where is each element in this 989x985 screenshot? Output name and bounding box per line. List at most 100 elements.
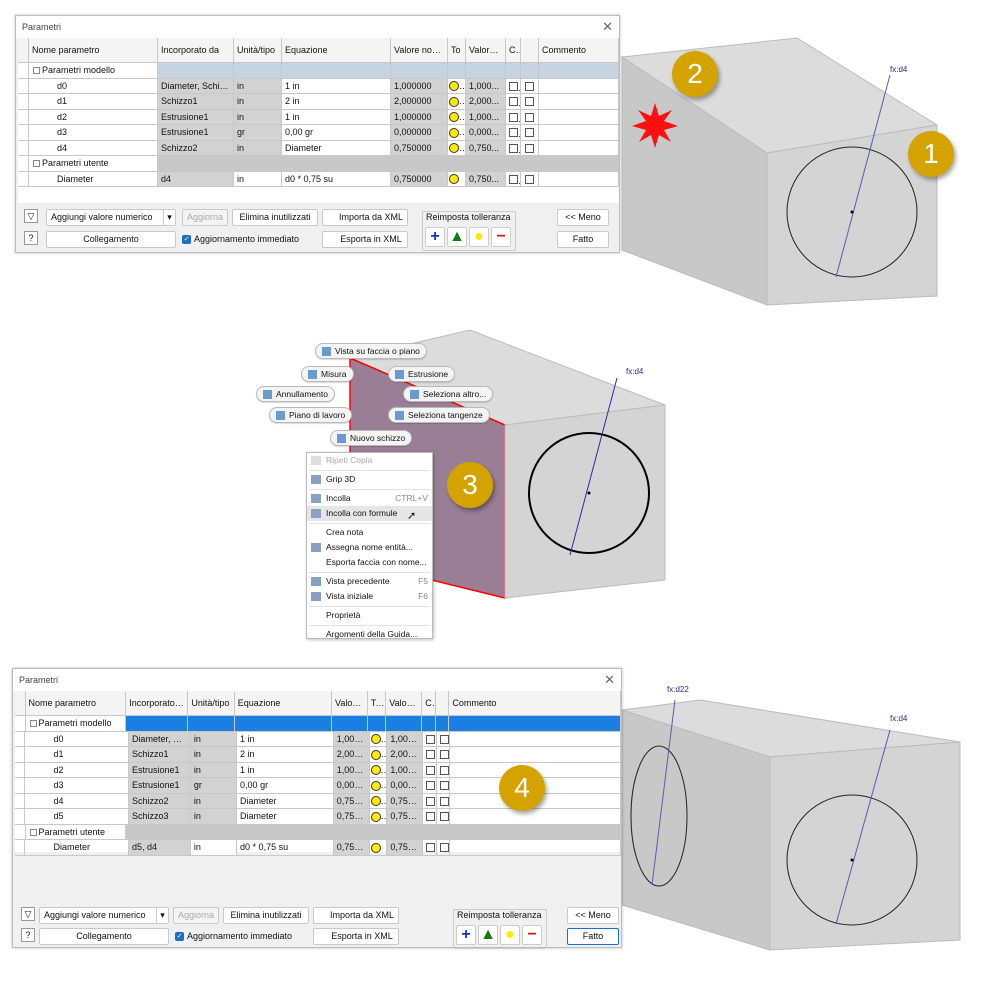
menu-item-grip-3d[interactable]: Grip 3D [307, 472, 432, 487]
export-checkbox[interactable] [525, 97, 534, 106]
chevron-down-icon[interactable]: ▾ [163, 210, 175, 225]
comment-cell[interactable] [450, 778, 621, 793]
table-row[interactable]: d4Schizzo2inDiameter0,750000<0,750... [18, 140, 619, 156]
table-group-row[interactable]: Parametri utente [15, 824, 621, 840]
param-name-cell[interactable]: Diameter [25, 840, 129, 855]
comment-cell[interactable] [450, 731, 621, 746]
filter-icon[interactable]: ▽ [21, 907, 35, 921]
row-selector[interactable] [15, 840, 26, 855]
expand-toggle-icon[interactable] [33, 160, 40, 168]
less-button[interactable]: << Meno [557, 209, 609, 226]
comment-cell[interactable] [450, 809, 621, 824]
menu-item-incolla-con-formule[interactable]: Incolla con formule➚ [307, 506, 432, 522]
column-header[interactable]: Valore moc [386, 691, 423, 715]
param-name-cell[interactable]: d4 [25, 793, 129, 808]
minitoolbar-misura[interactable]: Misura [301, 366, 354, 382]
export-checkbox[interactable] [426, 765, 436, 775]
link-button[interactable]: Collegamento [39, 928, 169, 945]
equation-cell[interactable]: 1 in [282, 109, 391, 124]
comment-cell[interactable] [450, 840, 621, 855]
equation-cell[interactable]: Diameter [237, 809, 334, 824]
unit-cell[interactable]: in [190, 747, 238, 762]
purge-button[interactable]: Elimina inutilizzati [223, 907, 309, 924]
tolerance-cell[interactable]: < [448, 109, 466, 124]
export-checkbox[interactable] [525, 174, 534, 184]
chevron-down-icon[interactable]: ▾ [156, 908, 168, 923]
menu-item-argomenti-della-guida[interactable]: Argomenti della Guida... [307, 627, 432, 642]
export-checkbox[interactable] [440, 812, 450, 821]
comment-cell[interactable] [450, 762, 621, 777]
comment-cell[interactable] [450, 747, 621, 762]
close-icon[interactable]: ✕ [604, 672, 615, 687]
help-icon[interactable]: ? [24, 231, 38, 245]
upper-tolerance-button[interactable]: ▲ [478, 925, 498, 945]
dimension-label[interactable]: fx:d22 [667, 685, 689, 694]
param-name-cell[interactable]: d1 [29, 94, 158, 109]
row-selector[interactable] [18, 78, 29, 93]
param-name-cell[interactable]: d2 [29, 109, 158, 124]
export-checkbox[interactable] [440, 734, 450, 744]
export-xml-button[interactable]: Esporta in XML [322, 231, 408, 248]
update-button[interactable]: Aggiorna [182, 209, 228, 226]
unit-cell[interactable]: gr [190, 778, 238, 793]
expand-toggle-icon[interactable] [29, 828, 37, 836]
export-checkbox[interactable] [509, 128, 518, 137]
filter-icon[interactable]: ▽ [24, 209, 38, 223]
add-numeric-button[interactable]: Aggiungi valore numerico▾ [39, 907, 169, 924]
minitoolbar-seleziona-tangenze[interactable]: Seleziona tangenze [388, 407, 490, 423]
export-checkbox[interactable] [509, 143, 518, 153]
menu-item-crea-nota[interactable]: Crea nota [307, 525, 432, 540]
minitoolbar-piano-di-lavoro[interactable]: Piano di lavoro [269, 407, 353, 423]
column-header[interactable]: Ch [506, 38, 521, 62]
done-button[interactable]: Fatto [567, 928, 619, 945]
tolerance-cell[interactable] [448, 171, 466, 186]
row-selector[interactable] [15, 731, 26, 746]
export-checkbox[interactable] [426, 796, 436, 806]
equation-cell[interactable]: 1 in [282, 78, 391, 93]
param-name-cell[interactable]: Diameter [29, 171, 158, 186]
row-selector[interactable] [15, 793, 26, 808]
comment-cell[interactable] [539, 78, 619, 93]
column-header[interactable]: Commento [539, 38, 619, 62]
row-selector[interactable] [18, 94, 29, 109]
column-header[interactable]: Unità/tipo [234, 38, 282, 62]
export-checkbox[interactable] [426, 843, 436, 852]
column-header[interactable]: Incorporato da [158, 38, 234, 62]
median-tolerance-button[interactable]: ● [469, 227, 489, 247]
menu-item-propriet[interactable]: Proprietà [307, 608, 432, 623]
tolerance-cell[interactable] [370, 840, 388, 855]
export-checkbox[interactable] [525, 112, 534, 122]
tolerance-cell[interactable]: < [448, 94, 466, 109]
link-button[interactable]: Collegamento [46, 231, 176, 248]
row-selector[interactable] [15, 747, 26, 762]
expand-toggle-icon[interactable] [29, 720, 37, 728]
column-header[interactable]: Nome parametro [26, 691, 127, 715]
export-checkbox[interactable] [525, 143, 534, 153]
row-selector[interactable] [18, 63, 29, 78]
menu-item-esporta-faccia-con-nome[interactable]: Esporta faccia con nome... [307, 555, 432, 570]
dimension-label[interactable]: fx:d4 [890, 65, 908, 74]
column-header[interactable]: To [448, 38, 466, 62]
tolerance-cell[interactable]: <D [370, 747, 388, 762]
unit-cell[interactable]: in [190, 762, 238, 777]
minitoolbar-seleziona-altro[interactable]: Seleziona altro... [403, 386, 494, 402]
help-icon[interactable]: ? [21, 928, 35, 942]
param-name-cell[interactable]: d4 [29, 140, 158, 155]
unit-cell[interactable]: in [234, 78, 282, 93]
param-name-cell[interactable]: d0 [29, 78, 158, 93]
equation-cell[interactable]: 1 in [237, 762, 334, 777]
plus-tolerance-button[interactable]: + [456, 925, 476, 945]
unit-cell[interactable]: gr [234, 125, 282, 140]
tolerance-cell[interactable]: <D [370, 793, 388, 808]
median-tolerance-button[interactable]: ● [500, 925, 520, 945]
import-xml-button[interactable]: Importa da XML [313, 907, 399, 924]
minitoolbar-annullamento[interactable]: Annullamento [256, 386, 335, 402]
param-name-cell[interactable]: d1 [25, 747, 129, 762]
export-checkbox[interactable] [426, 781, 436, 790]
comment-cell[interactable] [539, 94, 619, 109]
unit-cell[interactable]: in [190, 793, 238, 808]
